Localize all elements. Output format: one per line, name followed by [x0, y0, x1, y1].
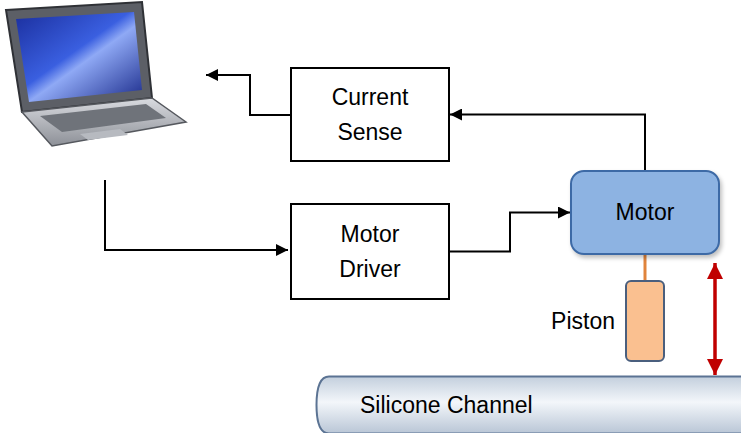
process-box: Current Sense — [290, 67, 450, 162]
node-label: Silicone Channel — [360, 388, 533, 423]
node-label: Current Sense — [315, 80, 425, 149]
signal-arrow — [450, 213, 570, 252]
signal-arrow — [450, 115, 645, 171]
motion-arrow — [713, 263, 717, 375]
silicone-channel: Silicone Channel — [315, 375, 741, 433]
process-box: Motor Driver — [290, 203, 450, 300]
laptop — [6, 2, 186, 146]
motor-box: Motor — [570, 170, 720, 255]
signal-wire — [105, 180, 288, 250]
node-label: Motor — [616, 195, 675, 230]
node-label: Motor Driver — [315, 217, 425, 286]
part-label: Piston — [551, 304, 615, 339]
piston-rod — [644, 255, 647, 280]
piston-shape: Piston — [625, 280, 665, 362]
signal-wire — [206, 75, 290, 115]
